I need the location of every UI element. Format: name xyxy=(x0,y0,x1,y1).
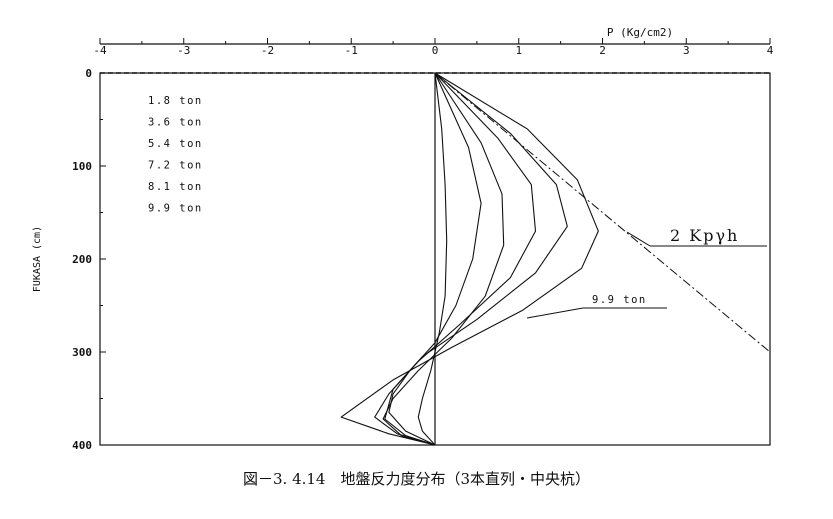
x-tick-label: -2 xyxy=(261,44,274,57)
series-group xyxy=(340,72,771,446)
x-tick-label: 4 xyxy=(767,44,774,57)
y-tick-label: 0 xyxy=(85,67,92,80)
y-tick-label: 100 xyxy=(72,160,92,173)
x-tick-label: -1 xyxy=(345,44,358,57)
y-tick-label: 200 xyxy=(72,253,92,266)
legend-entry: 9.9 ton xyxy=(148,203,203,215)
x-tick-label: -3 xyxy=(177,44,190,57)
x-tick-label: 1 xyxy=(515,44,522,57)
annotation-text: 9.9 ton xyxy=(592,294,647,306)
y-tick-label: 400 xyxy=(72,439,92,452)
annotation-text: 2 Kpγh xyxy=(670,226,739,245)
y-axis-label: FUKASA (cm) xyxy=(32,226,43,292)
series-line xyxy=(384,72,568,446)
series-line xyxy=(382,72,505,446)
y-tick-label: 300 xyxy=(72,346,92,359)
series-line xyxy=(374,72,537,446)
x-axis-label: P (Kg/cm2) xyxy=(607,26,673,39)
legend-entry: 3.6 ton xyxy=(148,117,203,129)
reference-line xyxy=(434,72,771,353)
series-line xyxy=(417,72,448,446)
annotations: 2 Kpγh 9.9 ton xyxy=(526,226,767,319)
x-tick-label: -4 xyxy=(93,44,107,57)
x-tick-label: 3 xyxy=(683,44,690,57)
figure-caption: 図－3. 4.14 地盤反力度分布（3本直列・中央杭） xyxy=(242,470,591,488)
annotation-leader xyxy=(526,307,584,319)
annotation-leader xyxy=(626,231,651,247)
legend: 1.8 ton 3.6 ton 5.4 ton 7.2 ton 8.1 ton 9.9 t… xyxy=(148,95,203,215)
legend-entry: 5.4 ton xyxy=(148,138,203,150)
series-line xyxy=(388,72,482,446)
x-tick-label: 0 xyxy=(432,44,439,57)
series-line xyxy=(340,72,599,446)
x-tick-label: 2 xyxy=(599,44,606,57)
legend-entry: 7.2 ton xyxy=(148,160,203,172)
legend-entry: 1.8 ton xyxy=(148,95,203,107)
legend-entry: 8.1 ton xyxy=(148,181,203,193)
